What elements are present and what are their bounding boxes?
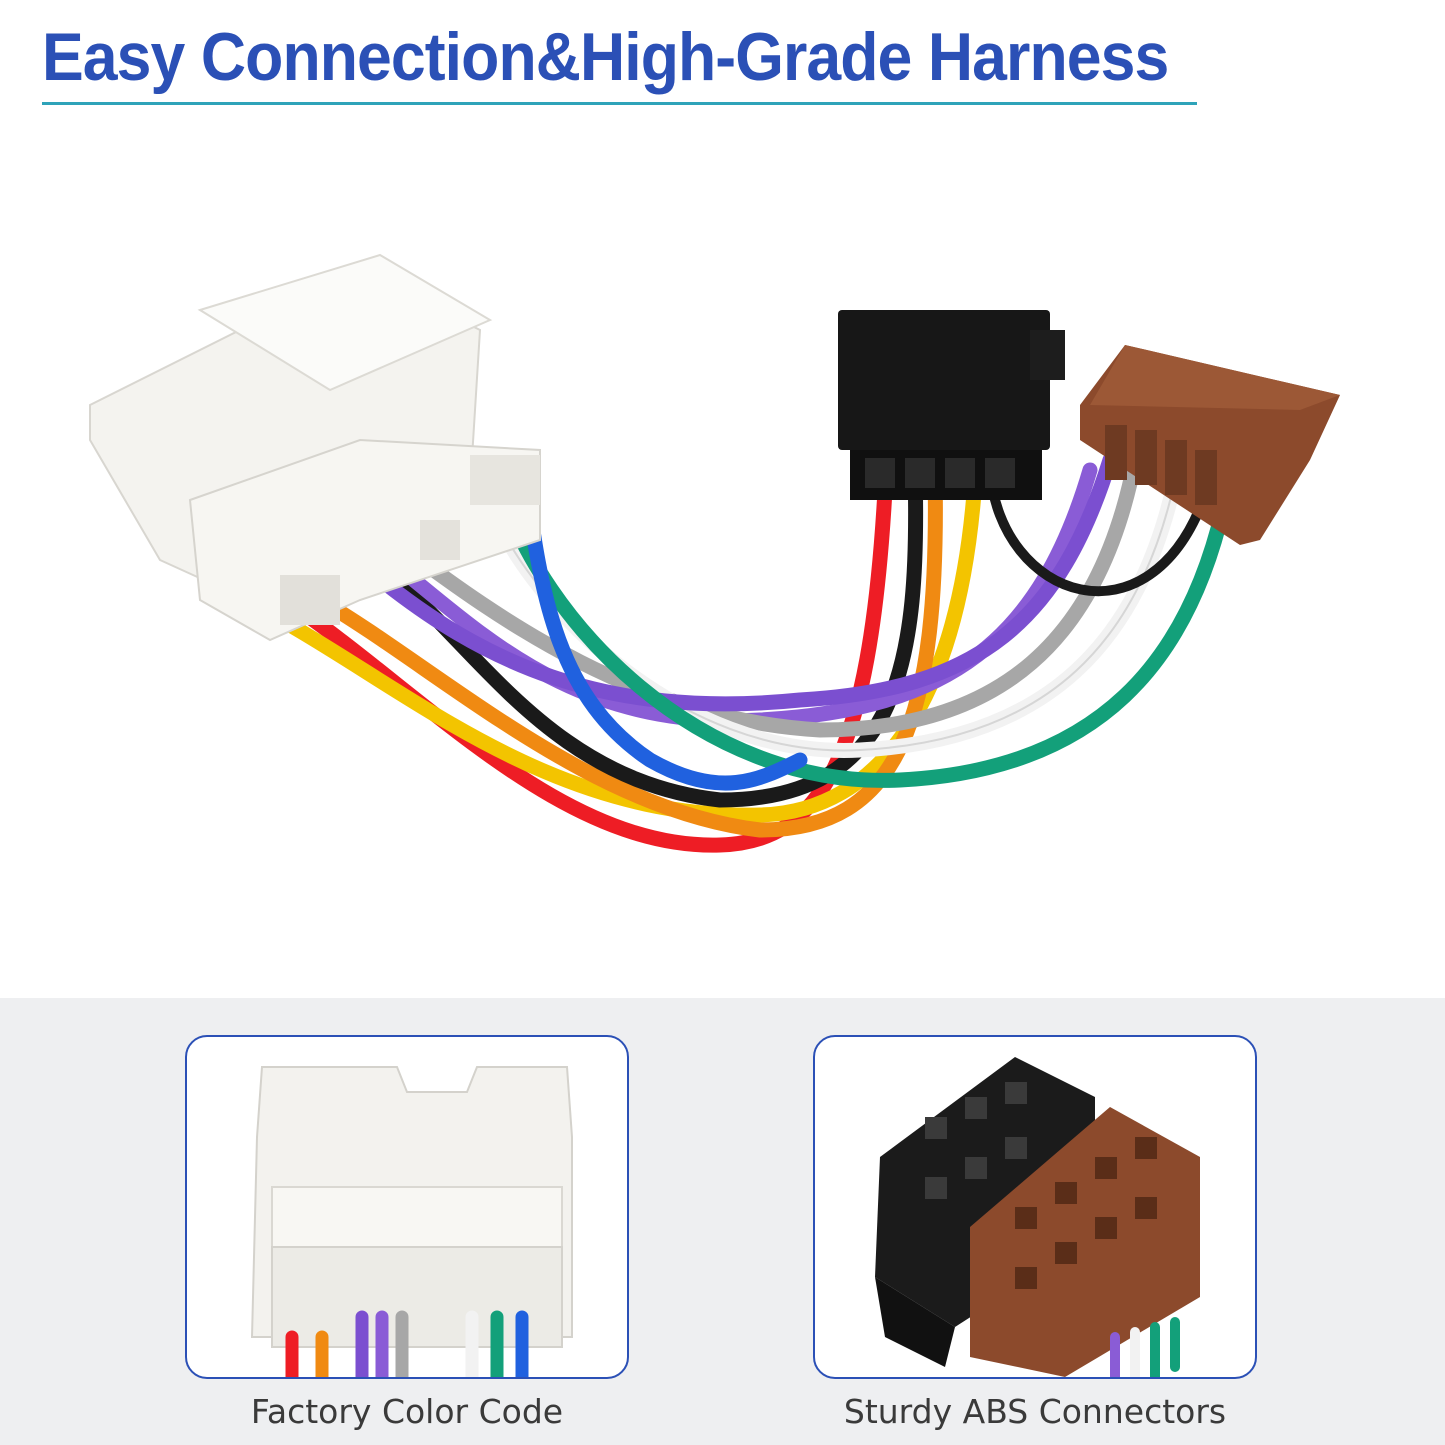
harness-product-illustration (89, 253, 1340, 853)
wire-bundle (277, 452, 1233, 853)
caption-factory-color-code: Factory Color Code (250, 1392, 564, 1431)
caption-sturdy-abs-connectors: Sturdy ABS Connectors (843, 1392, 1227, 1431)
feature-card-factory-color-code (185, 1035, 629, 1379)
wire-blue (517, 462, 808, 791)
wire-green (492, 477, 1233, 788)
iso-connector-brown (1080, 345, 1340, 545)
page-title: Easy Connection&High-Grade Harness (42, 19, 1169, 95)
wire-purple-b (367, 452, 1118, 712)
feature-card-sturdy-abs-connectors (813, 1035, 1257, 1379)
wire-black (362, 462, 924, 808)
title-underline (42, 102, 1197, 105)
factory-connector-white (89, 253, 541, 642)
wire-black-b (985, 465, 1210, 597)
iso-connector-black (838, 310, 1065, 500)
wire-orange (312, 462, 943, 838)
iso-connectors-closeup (875, 1057, 1200, 1377)
white-connector-closeup (250, 1066, 573, 1377)
wire-yellow (282, 472, 983, 823)
wire-gray (392, 452, 1143, 738)
